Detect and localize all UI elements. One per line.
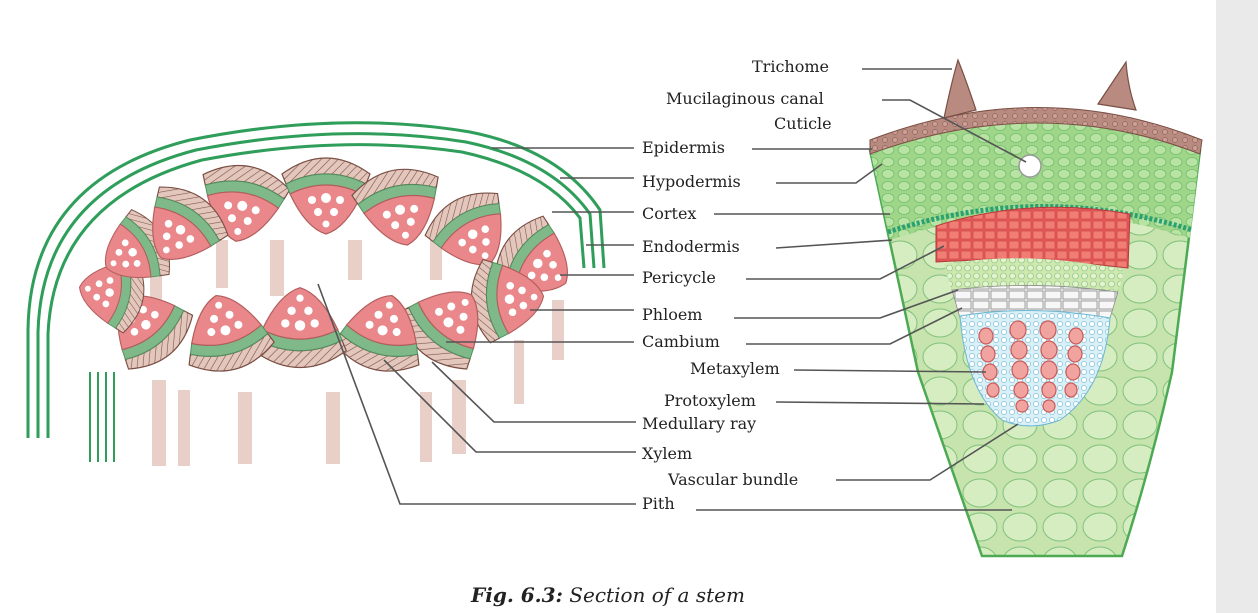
label-cuticle: Cuticle xyxy=(774,114,832,133)
xylem-vessel xyxy=(330,208,338,216)
vascular-bundle-ring xyxy=(73,158,590,381)
label-epidermis: Epidermis xyxy=(642,138,725,157)
label-mucilaginous-canal: Mucilaginous canal xyxy=(666,89,824,108)
label-pith: Pith xyxy=(642,494,675,513)
enlarged-sector xyxy=(870,60,1202,556)
label-medullary-ray: Medullary ray xyxy=(642,414,756,433)
figure-caption: Fig. 6.3: Section of a stem xyxy=(0,583,1216,607)
xylem-vessel xyxy=(323,221,330,228)
xylem-vessel xyxy=(304,307,312,315)
xylem-vessel xyxy=(295,320,306,331)
label-protoxylem: Protoxylem xyxy=(664,391,756,410)
label-phloem: Phloem xyxy=(642,305,702,324)
stem-section-diagram: Trichome Mucilaginous canal Cuticle Epid… xyxy=(0,0,1216,613)
xylem-vessel xyxy=(287,307,295,315)
label-pericycle: Pericycle xyxy=(642,268,716,287)
xylem-vessel xyxy=(308,196,316,204)
label-cambium: Cambium xyxy=(642,332,720,351)
xylem-vessel xyxy=(336,196,344,204)
vascular-bundle xyxy=(174,284,279,380)
right-margin-panel xyxy=(1216,0,1258,613)
xylem-vessel xyxy=(314,208,322,216)
label-hypodermis: Hypodermis xyxy=(642,172,741,191)
figure-caption-text: Section of a stem xyxy=(563,583,745,607)
xylem-vessel xyxy=(296,295,303,302)
label-xylem: Xylem xyxy=(642,444,692,463)
leader-hypodermis-right xyxy=(776,164,882,183)
mucilaginous-canal xyxy=(1019,155,1041,177)
label-cortex: Cortex xyxy=(642,204,696,223)
label-trichome: Trichome xyxy=(752,57,829,76)
label-metaxylem: Metaxylem xyxy=(690,359,780,378)
xylem-vessel xyxy=(321,193,331,203)
vascular-bundle xyxy=(254,288,346,368)
label-vascular-bundle: Vascular bundle xyxy=(667,470,798,489)
xylem-vessel xyxy=(311,319,319,327)
xylem-vessel xyxy=(281,319,289,327)
label-endodermis: Endodermis xyxy=(642,237,740,256)
figure-number: Fig. 6.3: xyxy=(471,583,563,607)
leader-endodermis-right xyxy=(776,240,892,248)
trichome-right xyxy=(1098,62,1136,110)
labels: Trichome Mucilaginous canal Cuticle Epid… xyxy=(642,57,832,513)
